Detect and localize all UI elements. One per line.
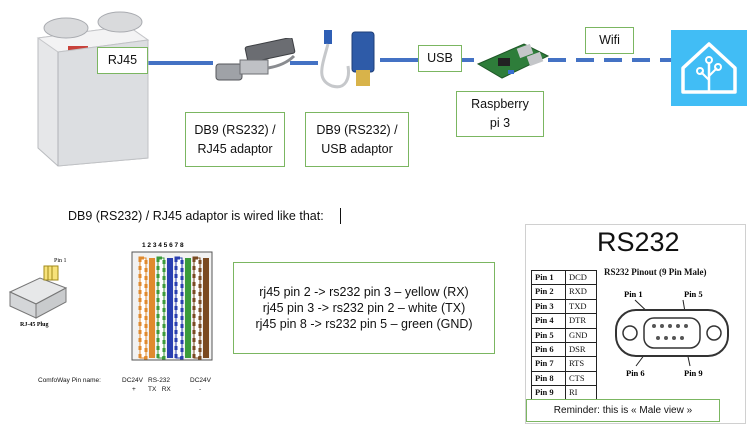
- rs232-pin-signal: DTR: [569, 315, 586, 326]
- wiring-heading: DB9 (RS232) / RJ45 adaptor is wired like…: [68, 209, 324, 223]
- rs232-pin-signal: DSR: [569, 343, 586, 354]
- wifi-label-box: Wifi: [585, 27, 634, 54]
- rj45-label: RJ45: [107, 53, 138, 67]
- ventilation-unit-image: [36, 11, 150, 167]
- wiring-note-3: rj45 pin 8 -> rs232 pin 5 – green (GND): [255, 317, 473, 331]
- rs232-pin-signal: RXD: [569, 286, 587, 297]
- db9-rj45-adaptor-image: [215, 38, 296, 81]
- db9-rj45-adaptor-label: DB9 (RS232) / RJ45 adaptor: [194, 122, 276, 156]
- rs232-pin-signal: CTS: [569, 372, 585, 383]
- wifi-label: Wifi: [599, 33, 620, 47]
- rs232-pin-signal: RTS: [569, 358, 585, 369]
- rs232-pin-signal: TXD: [569, 300, 587, 311]
- rs232-pin-number: Pin 7: [532, 357, 566, 371]
- usb-label-box: USB: [418, 45, 462, 72]
- wiring-note-1: rj45 pin 2 -> rs232 pin 3 – yellow (RX): [259, 285, 469, 299]
- rs232-tx-rx-label: TX RX: [148, 386, 171, 393]
- rs232-pin-number: Pin 8: [532, 371, 566, 386]
- rs232-title: RS232: [597, 227, 680, 257]
- connector-pin5-label: Pin 5: [684, 289, 703, 299]
- connector-pin1-label: Pin 1: [624, 289, 643, 299]
- rs232-pin-signal: DCD: [569, 272, 587, 282]
- raspberry-pi-box: Raspberry pi 3: [456, 91, 544, 137]
- rs232-pin-number: Pin 1: [532, 271, 566, 285]
- connector-pin9-label: Pin 9: [684, 368, 703, 378]
- db9-rj45-adaptor-box: DB9 (RS232) / RJ45 adaptor: [185, 112, 285, 167]
- rs232-panel: [525, 224, 746, 424]
- rj45-label-box: RJ45: [97, 47, 148, 74]
- rs232-pin-number: Pin 6: [532, 342, 566, 357]
- rj45-plug-illustration: Pin 1 RJ-45 Plug: [8, 258, 68, 328]
- text-cursor: [340, 208, 341, 224]
- rs232-pin-number: Pin 5: [532, 328, 566, 342]
- right-dc24v-label: DC24V: [190, 377, 211, 384]
- male-view-reminder-box: Reminder: this is « Male view »: [526, 399, 720, 422]
- rj45-pinout-illustration: 1 2 3 4 5 6 7 8: [131, 242, 213, 361]
- raspberry-pi-image: [476, 43, 550, 79]
- wiring-note-2: rj45 pin 3 -> rs232 pin 2 – white (TX): [262, 301, 466, 315]
- connector-pin6-label: Pin 6: [626, 368, 645, 378]
- rs232-subtitle: RS232 Pinout (9 Pin Male): [604, 267, 707, 277]
- db9-usb-adaptor-image: [320, 30, 375, 89]
- left-dc24v-label: DC24V: [122, 377, 143, 384]
- comfoway-row-label: ComfoWay Pin name:: [38, 377, 101, 384]
- rj45-wires: [138, 256, 209, 360]
- rs232-pin-number: Pin 4: [532, 314, 566, 328]
- raspberry-pi-label: Raspberry pi 3: [471, 97, 529, 130]
- home-assistant-icon: [671, 30, 747, 106]
- wiring-notes-box: rj45 pin 2 -> rs232 pin 3 – yellow (RX) …: [233, 262, 495, 354]
- db9-male-connector: Pin 1 Pin 5 Pin 6 Pin 9: [615, 289, 729, 378]
- rs232-pin-number: Pin 2: [532, 285, 566, 299]
- rs232-group-label: RS-232: [148, 377, 171, 384]
- left-dc24v-sign: +: [132, 386, 136, 393]
- rs232-pin-signal: RI: [569, 387, 578, 398]
- usb-label: USB: [427, 51, 453, 65]
- male-view-reminder: Reminder: this is « Male view »: [553, 405, 693, 416]
- rs232-pin-signal: GND: [569, 329, 588, 340]
- rj45-plug-caption: RJ-45 Plug: [20, 322, 49, 328]
- rs232-pin-number: Pin 3: [532, 299, 566, 314]
- db9-usb-adaptor-label: DB9 (RS232) / USB adaptor: [316, 122, 398, 156]
- db9-usb-adaptor-box: DB9 (RS232) / USB adaptor: [305, 112, 409, 167]
- right-dc24v-sign: -: [199, 386, 202, 393]
- rj45-pin-numbers: 1 2 3 4 5 6 7 8: [142, 242, 184, 249]
- rs232-pin-number: Pin 9: [532, 386, 566, 400]
- rj45-plug-pin-label: Pin 1: [54, 258, 67, 264]
